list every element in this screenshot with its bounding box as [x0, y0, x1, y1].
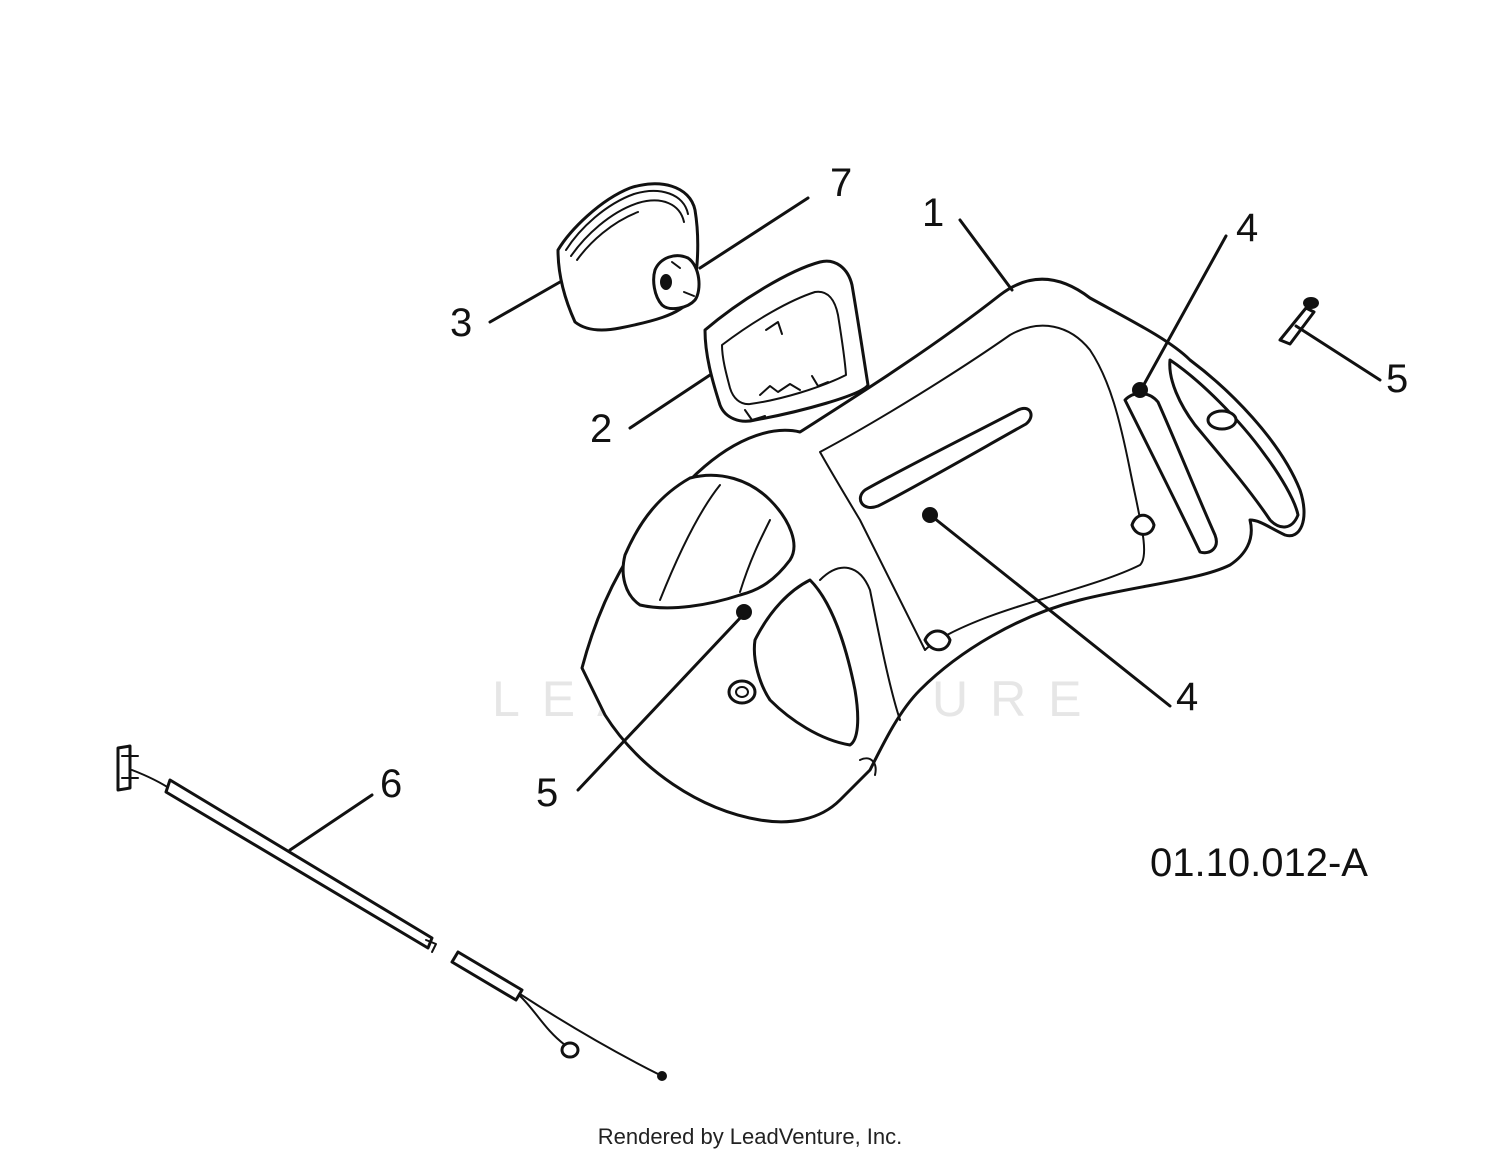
leader-6: [288, 793, 374, 852]
callout-5-right: 5: [1386, 357, 1408, 401]
callout-1: 1: [922, 191, 944, 235]
callout-5-left: 5: [536, 771, 558, 815]
leader-4-bottom: [932, 516, 1172, 708]
part-2-bezel[interactable]: [703, 259, 870, 423]
callout-2: 2: [590, 407, 612, 451]
part-1-hood[interactable]: [580, 277, 1306, 824]
leader-7: [698, 196, 810, 270]
callout-3: 3: [450, 301, 472, 345]
footer-credit: Rendered by LeadVenture, Inc.: [598, 1124, 903, 1149]
drawing-id: 01.10.012-A: [1150, 841, 1368, 885]
leader-3: [488, 280, 562, 324]
part-6-cable[interactable]: [116, 744, 667, 1081]
leader-2: [628, 373, 712, 430]
leader-5-right: [1294, 324, 1382, 382]
leader-4-top: [1140, 234, 1228, 390]
leader-5-left: [576, 614, 744, 792]
callout-6: 6: [380, 762, 402, 806]
part-3-headlight[interactable]: [556, 182, 701, 332]
callout-4-top: 4: [1236, 206, 1258, 250]
callout-7: 7: [830, 161, 852, 205]
leader-1: [958, 218, 1014, 292]
callout-4-bottom: 4: [1176, 675, 1198, 719]
